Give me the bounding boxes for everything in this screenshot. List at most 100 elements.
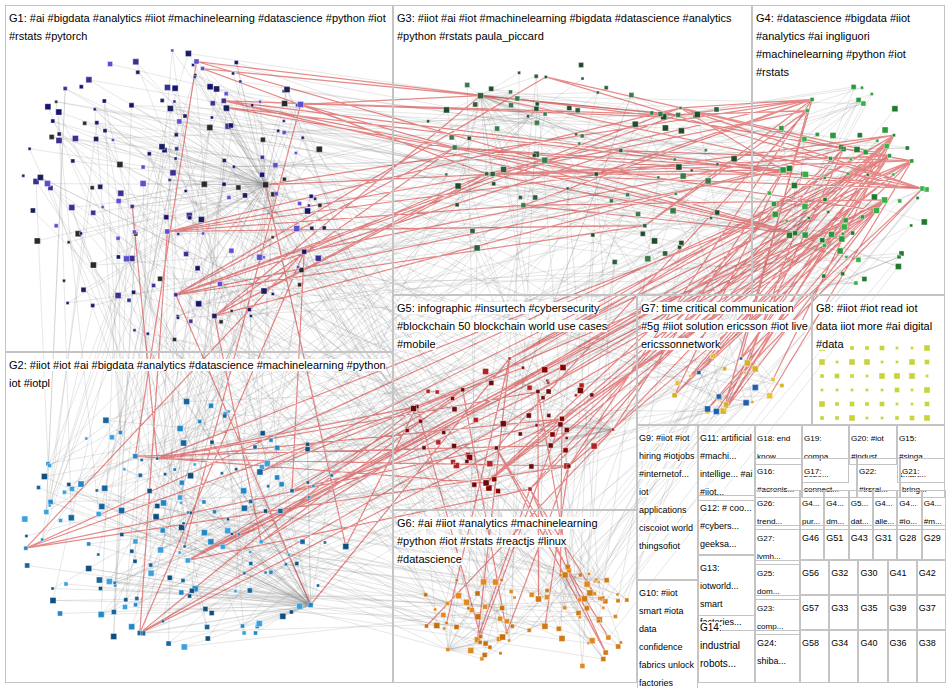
group-panel: G7: time critical communication #5g #iio… <box>637 295 812 425</box>
group-label: G18: end know... <box>757 434 790 461</box>
group-label: G2: #iiot #iot #ai #bigdata #analytics #… <box>9 359 386 389</box>
graph-vertices <box>405 365 571 494</box>
graph-vertices <box>445 83 711 262</box>
header-wrap: G7: time critical communication #5g #iio… <box>638 296 811 354</box>
graph-vertices <box>672 354 784 415</box>
group-label: G4: #datascience #bigdata #iiot #analyti… <box>756 12 910 78</box>
header-wrap: G43 <box>850 526 872 546</box>
group-panel: G31 <box>873 525 897 560</box>
header-wrap: G11: artificial #machi... intellige... #… <box>699 426 754 500</box>
group-label: G51 <box>826 533 843 543</box>
header-wrap: G5... dat... <box>850 491 872 529</box>
header-wrap: G22: #irsrai... <box>858 459 899 497</box>
group-panel: G28 <box>897 525 921 560</box>
group-label: G5... dat... <box>851 499 869 526</box>
header-wrap: G46 <box>801 526 823 546</box>
group-panel: G2: #iiot #iot #ai #bigdata #analytics #… <box>5 352 393 683</box>
header-wrap: G33 <box>830 596 857 616</box>
group-label: G29 <box>924 533 941 543</box>
group-panel: G43 <box>849 525 873 560</box>
group-panel: G22: #irsrai... <box>857 458 900 498</box>
group-label: G5: infographic #insurtech #cybersecurit… <box>397 302 607 350</box>
header-wrap: G41 <box>889 561 916 581</box>
header-wrap: G36 <box>889 631 916 651</box>
group-panel: G1: #ai #bigdata #analytics #iiot #machi… <box>5 5 393 352</box>
group-panel: G38 <box>917 630 946 683</box>
group-panel: G36 <box>888 630 917 683</box>
group-label: G24: shiba... <box>757 638 786 666</box>
group-label: G9: #iiot #iot hiring #iotjobs #internet… <box>639 433 695 551</box>
header-wrap: G10: #iiot smart #iota data confidence f… <box>638 581 697 688</box>
header-wrap: G5: infographic #insurtech #cybersecurit… <box>394 296 636 354</box>
header-wrap: G2: #iiot #iot #ai #bigdata #analytics #… <box>6 353 392 393</box>
group-panel: G4... #m... <box>922 490 946 530</box>
group-panel: G42 <box>917 560 946 595</box>
group-label: G4... #m... <box>924 499 942 526</box>
group-panel: G24: shiba... <box>755 630 800 683</box>
header-wrap: G56 <box>801 561 828 581</box>
graph-vertices <box>675 371 775 399</box>
group-label: G7: time critical communication #5g #iio… <box>641 302 808 350</box>
graph-vertices <box>22 51 326 320</box>
header-wrap: G9: #iiot #iot hiring #iotjobs #internet… <box>638 426 697 554</box>
header-wrap: G8: #iiot #iot read iot data iiot more #… <box>813 296 944 354</box>
header-wrap: G24: shiba... <box>756 631 799 669</box>
header-wrap: G35 <box>859 596 886 616</box>
group-label: G3: #iiot #ai #iot #machinelearning #big… <box>397 12 732 42</box>
group-panel: G16: #acronis... <box>755 458 802 498</box>
weighted-edges <box>26 62 923 653</box>
group-label: G40 <box>860 638 877 648</box>
group-label: G4... #io... <box>899 499 917 526</box>
header-wrap: G3: #iiot #ai #iot #machinelearning #big… <box>394 6 751 46</box>
group-panel: G58 <box>800 630 829 683</box>
group-panel: G25: dom... <box>755 560 800 600</box>
group-label: G38 <box>919 638 936 648</box>
graph-vertices <box>424 579 515 658</box>
group-panel: G57 <box>800 595 829 630</box>
group-label: G13: iotworld... smart factories... <box>700 563 742 627</box>
header-wrap: G4... dm... <box>825 491 847 529</box>
graph-vertices <box>427 63 737 250</box>
group-label: G43 <box>851 533 868 543</box>
header-wrap: G37 <box>918 596 945 616</box>
group-panel: G39 <box>888 595 917 630</box>
graph-vertices <box>411 380 594 487</box>
group-panel: G40 <box>858 630 887 683</box>
header-wrap: G12: # coo... #cybers... geeksa... <box>699 496 754 552</box>
group-label: G39 <box>890 603 907 613</box>
group-label: G4... pur... <box>802 499 820 526</box>
header-wrap: G42 <box>918 561 945 581</box>
group-label: G36 <box>890 638 907 648</box>
group-panel: G4: #datascience #bigdata #iiot #analyti… <box>752 5 945 295</box>
group-label: G32 <box>831 568 848 578</box>
graph-vertices <box>45 49 304 287</box>
header-wrap: G26: trend... <box>756 491 799 529</box>
graph-vertices <box>786 86 927 282</box>
header-wrap: G4: #datascience #bigdata #iiot #analyti… <box>753 6 944 82</box>
group-panel: G5: infographic #insurtech #cybersecurit… <box>393 295 637 510</box>
graph-vertices <box>45 61 313 336</box>
header-wrap: G23: comp... <box>756 596 799 634</box>
group-panel: G4... #io... <box>897 490 921 530</box>
header-wrap: G16: #acronis... <box>756 459 801 497</box>
group-label: G4... alle... <box>875 499 894 526</box>
header-wrap: G40 <box>859 631 886 651</box>
graph-vertices <box>25 431 349 641</box>
group-label: G34 <box>831 638 848 648</box>
header-wrap: G29 <box>923 526 945 546</box>
group-label: G28 <box>899 533 916 543</box>
graph-vertices <box>434 568 619 668</box>
group-label: G56 <box>802 568 819 578</box>
group-panel: G14: industrial robots... <box>698 615 755 683</box>
group-panel: G37 <box>917 595 946 630</box>
group-label: G20: #iot #indust... <box>851 434 884 461</box>
graph-vertices <box>34 73 322 341</box>
group-panel: G8: #iiot #iot read iot data iiot more #… <box>812 295 945 425</box>
group-panel: G9: #iiot #iot hiring #iotjobs #internet… <box>637 425 698 580</box>
group-panel: G33 <box>829 595 858 630</box>
group-panel: G18: end know... <box>755 425 802 465</box>
graph-vertices <box>24 403 315 635</box>
group-label: G25: dom... <box>757 569 780 596</box>
group-label: G57 <box>802 603 819 613</box>
